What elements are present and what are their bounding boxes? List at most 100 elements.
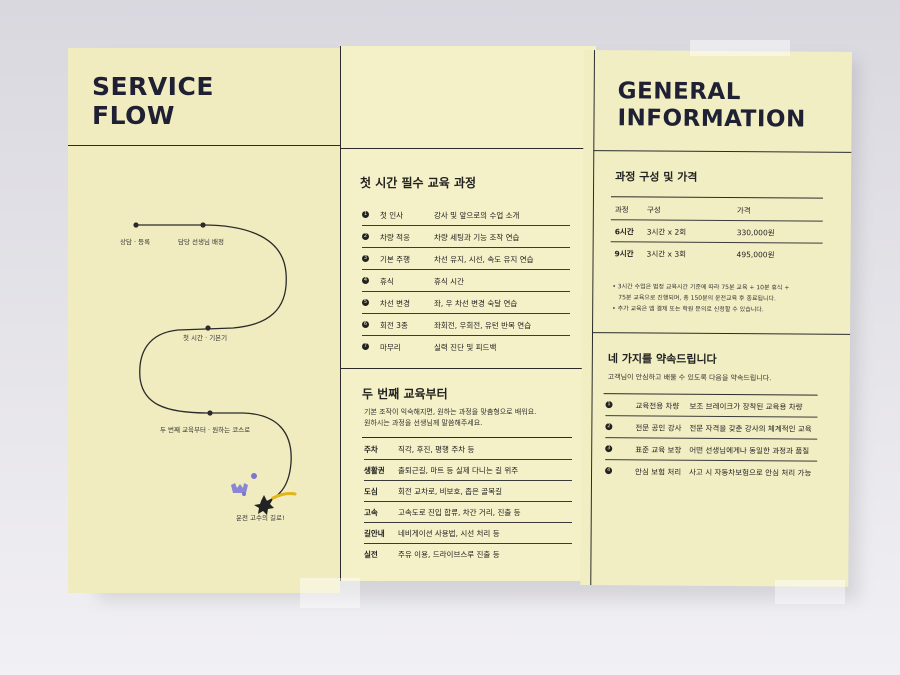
- price-course: 9시간: [614, 249, 634, 259]
- price-header-course: 과정: [614, 205, 629, 215]
- number-badge: 3: [605, 445, 613, 453]
- number-badge: 7: [362, 343, 369, 350]
- fold-line: [590, 50, 595, 586]
- course-option-value: 주유 이용, 드라이브스루 진출 등: [398, 550, 500, 559]
- course-option-key: 주차: [364, 445, 378, 454]
- promise-desc: 어떤 선생님에게나 동일한 과정과 품질: [689, 445, 810, 456]
- number-badge: 4: [605, 467, 613, 475]
- price-note-3: • 추가 교육은 앱 결제 또는 학원 문의로 신청할 수 있습니다.: [612, 305, 764, 314]
- number-badge: 5: [362, 299, 369, 306]
- crown-icon: [231, 483, 248, 493]
- star-icon: [254, 495, 274, 515]
- course-option-row: 도심 회전 교차로, 비보호, 좁은 골목길: [364, 481, 572, 502]
- course-step-name: 휴식: [380, 277, 394, 286]
- flow-step-5: 운전 고수의 길로!: [236, 514, 285, 522]
- number-badge: 1: [362, 211, 369, 218]
- course-option-key: 실전: [364, 550, 378, 559]
- course-panel: 첫 시간 필수 교육 과정 1 첫 인사 강사 및 앞으로의 수업 소개 2 차…: [340, 46, 596, 581]
- promise-desc: 사고 시 자동차보험으로 안심 처리 가능: [689, 467, 812, 478]
- price-composition: 3시간 x 2회: [646, 227, 687, 237]
- course-option-row: 길안내 네비게이션 사용법, 시선 처리 등: [364, 523, 572, 544]
- tape: [690, 40, 790, 56]
- price-value: 330,000원: [736, 228, 775, 238]
- number-badge: 2: [362, 233, 369, 240]
- course-option-key: 도심: [364, 487, 378, 496]
- course-row: 7 마무리 실력 진단 및 피드백: [362, 337, 570, 357]
- course-option-value: 직각, 후진, 평행 주차 등: [398, 445, 475, 454]
- ribbon-icon: [271, 492, 297, 500]
- promise-name: 교육전용 차량: [635, 401, 680, 411]
- promise-row: 4 안심 보험 처리 사고 시 자동차보험으로 안심 처리 가능: [605, 461, 817, 482]
- price-header-price: 가격: [736, 206, 751, 216]
- course-option-row: 실전 주유 이용, 드라이브스루 진출 등: [364, 544, 572, 564]
- course-option-value: 회전 교차로, 비보호, 좁은 골목길: [398, 487, 503, 496]
- promise-intro: 고객님이 안심하고 배울 수 있도록 다음을 약속드립니다.: [607, 373, 772, 383]
- course-step-desc: 좌, 우 차선 변경 숙달 연습: [434, 299, 518, 308]
- promise-desc: 보조 브레이크가 장착된 교육용 차량: [689, 401, 803, 412]
- course-step-desc: 좌회전, 우회전, 유턴 반복 연습: [434, 321, 532, 330]
- course-step-desc: 강사 및 앞으로의 수업 소개: [434, 211, 520, 220]
- flow-route: [133, 222, 297, 515]
- course-row: 3 기본 주행 차선 유지, 시선, 속도 유지 연습: [362, 249, 570, 270]
- course-option-value: 네비게이션 사용법, 시선 처리 등: [398, 529, 500, 538]
- number-badge: 1: [605, 401, 613, 409]
- price-header-composition: 구성: [646, 205, 661, 215]
- title-line-1: SERVICE: [92, 72, 214, 101]
- title-line-2: INFORMATION: [617, 105, 806, 133]
- divider: [592, 332, 851, 335]
- general-info-title: GENERAL INFORMATION: [617, 78, 806, 133]
- divider: [593, 150, 852, 153]
- divider: [340, 148, 596, 149]
- course-row: 1 첫 인사 강사 및 앞으로의 수업 소개: [362, 205, 570, 226]
- course-option-row: 주차 직각, 후진, 평행 주차 등: [364, 439, 572, 460]
- title-line-1: GENERAL: [617, 78, 742, 106]
- course-step-desc: 차량 세팅과 기능 조작 연습: [434, 233, 520, 242]
- course-row: 5 차선 변경 좌, 우 차선 변경 숙달 연습: [362, 293, 570, 314]
- first-course-title: 첫 시간 필수 교육 과정: [360, 176, 477, 190]
- course-step-name: 회전 3종: [380, 321, 408, 330]
- flow-step-3: 첫 시간 · 기본기: [183, 334, 228, 342]
- flow-dot: [207, 410, 213, 416]
- flow-step-4: 두 번째 교육부터 · 원하는 코스로: [160, 426, 251, 434]
- price-title: 과정 구성 및 가격: [615, 170, 698, 184]
- price-header-row: 과정 구성 가격: [610, 198, 823, 222]
- promise-desc: 전문 자격을 갖춘 강사의 체계적인 교육: [689, 423, 812, 434]
- course-option-row: 고속 고속도로 진입 합류, 차간 거리, 진출 등: [364, 502, 572, 523]
- promise-name: 전문 공인 강사: [635, 423, 682, 433]
- number-badge: 6: [362, 321, 369, 328]
- second-course-intro-1: 기본 조작이 익숙해지면, 원하는 과정을 맞춤형으로 배워요.: [364, 408, 537, 416]
- title-line-2: FLOW: [92, 101, 175, 130]
- promise-name: 안심 보험 처리: [635, 467, 682, 477]
- course-step-desc: 실력 진단 및 피드백: [434, 343, 497, 352]
- promise-row: 1 교육전용 차량 보조 브레이크가 장착된 교육용 차량: [605, 395, 818, 418]
- course-step-desc: 휴식 시간: [434, 277, 464, 286]
- flow-dot: [205, 325, 211, 331]
- course-option-key: 길안내: [364, 529, 385, 538]
- price-composition: 3시간 x 3회: [646, 249, 687, 259]
- second-course-title: 두 번째 교육부터: [362, 387, 448, 401]
- course-step-name: 차량 적응: [380, 233, 410, 242]
- fold-line: [340, 46, 341, 581]
- flow-step-1: 상담 · 등록: [120, 238, 151, 246]
- price-row: 9시간 3시간 x 3회 495,000원: [611, 242, 823, 264]
- price-value: 495,000원: [736, 250, 775, 260]
- course-option-value: 출퇴근길, 마트 등 실제 다니는 길 위주: [398, 466, 519, 475]
- promise-name: 표준 교육 보장: [635, 445, 682, 455]
- promise-title: 네 가지를 약속드립니다: [607, 352, 717, 366]
- course-step-name: 첫 인사: [380, 211, 404, 220]
- course-option-value: 고속도로 진입 합류, 차간 거리, 진출 등: [398, 508, 521, 517]
- price-row: 6시간 3시간 x 2회 330,000원: [610, 220, 823, 244]
- flow-path: [136, 224, 292, 504]
- number-badge: 4: [362, 277, 369, 284]
- tape: [300, 578, 360, 608]
- course-step-desc: 차선 유지, 시선, 속도 유지 연습: [434, 255, 534, 264]
- number-badge: 3: [362, 255, 369, 262]
- flower-icon: [242, 492, 246, 496]
- service-flow-panel: SERVICE FLOW 상담 · 등록 담당 선생님 배정 첫 시간 · 기본…: [68, 48, 340, 593]
- divider: [340, 368, 596, 369]
- course-step-name: 차선 변경: [380, 299, 410, 308]
- price-course: 6시간: [614, 227, 634, 237]
- flower-icon: [251, 473, 257, 479]
- price-note-2: 75분 교육으로 진행되며, 총 150분의 운전교육 후 종료됩니다.: [618, 294, 776, 303]
- service-flow-title: SERVICE FLOW: [92, 72, 214, 130]
